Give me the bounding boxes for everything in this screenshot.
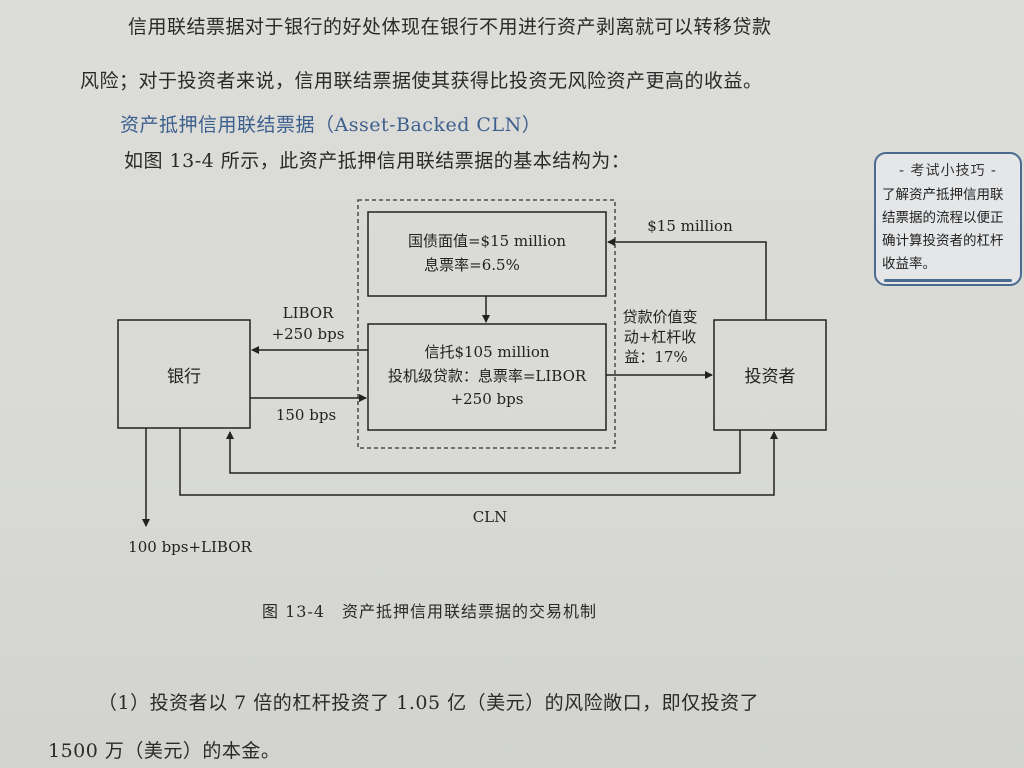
exam-tip-title: - 考试小技巧 - [898,163,997,179]
cln-arrow [179,428,778,496]
return-label-line-1: 贷款价值变 [622,308,697,326]
return-label-line-3: 益：17% [624,348,687,366]
paragraph-3-line-2: 1500 万（美元）的本金。 [48,740,281,762]
treasury-face-value: 国债面值=$15 million [408,232,566,250]
paragraph-1-line-2: 风险；对于投资者来说，信用联结票据使其获得比投资无风险资产更高的收益。 [80,70,763,92]
investor-box [713,319,827,431]
trust-loan-rate: 投机级贷款：息票率=LIBOR [388,367,587,385]
trust-box [367,323,607,431]
return-label-line-2: 动+杠杆收 [624,328,697,346]
million15-label: $15 million [647,217,733,235]
investor-label: 投资者 [745,367,796,387]
cln-label: CLN [473,508,508,526]
libor-spread-label: +250 bps [272,325,345,343]
bps150-label: 150 bps [276,406,336,424]
exam-tip-box: - 考试小技巧 - 了解资产抵押信用联 结票据的流程以便正 确计算投资者的杠杆 … [874,152,1022,286]
trust-amount: 信托$105 million [424,343,549,361]
trust-spread: +250 bps [451,390,524,408]
treasury-coupon-rate: 息票率=6.5% [424,256,520,274]
paragraph-3-line-1: （1）投资者以 7 倍的杠杆投资了 1.05 亿（美元）的风险敞口，即仅投资了 [98,692,760,714]
investor-to-bank-arrow [226,430,741,474]
section-heading: 资产抵押信用联结票据（Asset-Backed CLN） [120,114,542,136]
spv-dashed-boundary [357,199,616,449]
bottom-left-label: 100 bps+LIBOR [128,538,252,556]
paragraph-2: 如图 13-4 所示，此资产抵押信用联结票据的基本结构为： [124,150,631,172]
figure-caption: 图 13-4 资产抵押信用联结票据的交易机制 [262,602,598,621]
bank-label: 银行 [167,367,201,387]
treasury-box [367,211,607,297]
bank-box [117,319,251,429]
libor-label: LIBOR [283,304,334,322]
investor-to-treasury-arrow [607,238,767,320]
exam-tip-body: 了解资产抵押信用联 结票据的流程以便正 确计算投资者的杠杆 收益率。 [882,187,1004,272]
exam-tip-underline [884,279,1012,282]
paragraph-1-line-1: 信用联结票据对于银行的好处体现在银行不用进行资产剥离就可以转移贷款 [128,16,772,38]
